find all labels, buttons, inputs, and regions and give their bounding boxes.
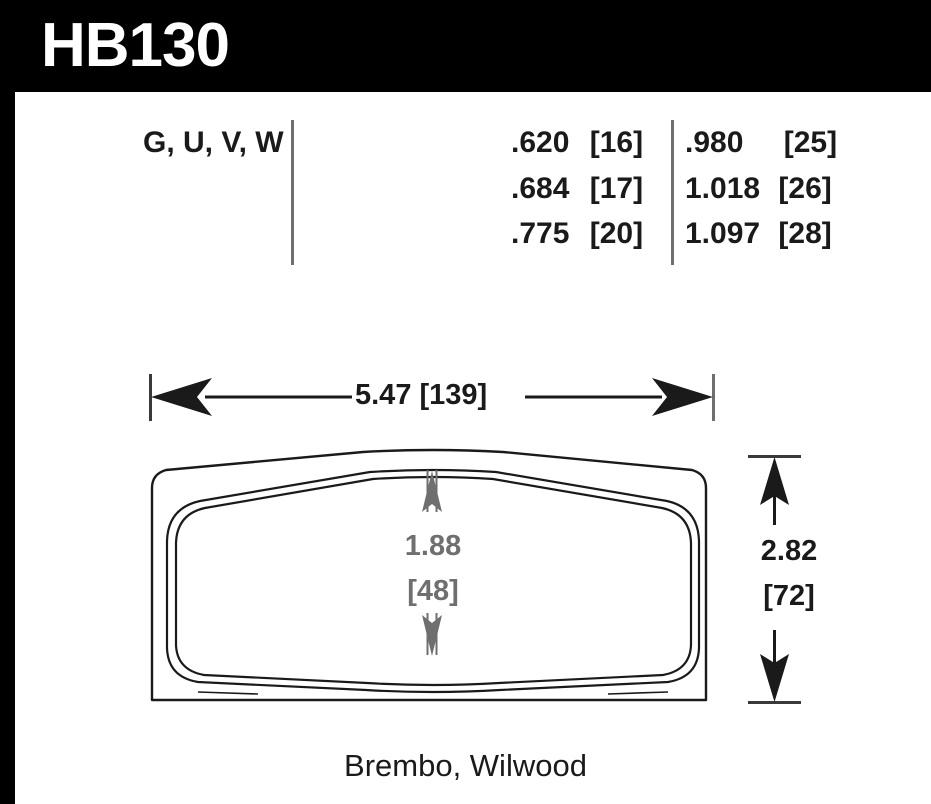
friction-material-inner-contour [174,475,693,687]
height-arrow-down-icon [760,654,789,702]
spec-divider-2 [671,120,674,265]
height-dimension-group [748,455,801,704]
height-dimension-mm: [72] [763,580,815,612]
friction-height-dimension-group [422,470,442,656]
height-dimension-inch: 2.82 [760,535,818,567]
thickness-a-row-3: .775 [20] [511,219,643,249]
header-bar [0,0,931,92]
height-dimension-label: 2.82 [72] [741,529,837,619]
thickness-b-3-mm: [28] [778,217,832,250]
thickness-a-2-inch: .684 [511,172,570,205]
width-arrow-right-icon [652,378,713,416]
lower-left-chamfer-line [197,691,259,695]
left-black-rail [0,92,15,804]
applications-caption: Brembo, Wilwood [344,748,587,783]
friction-height-dimension-label: 1.88 [48] [383,524,483,614]
friction-height-inch: 1.88 [404,530,462,562]
thickness-a-row-1: .620 [16] [511,128,643,158]
thickness-a-row-2: .684 [17] [511,174,643,204]
thickness-a-3-mm: [20] [589,217,644,250]
thickness-b-2-mm: [26] [778,172,832,205]
friction-arrow-down-icon [422,615,442,656]
thickness-b-row-1: .980 [25] [685,128,837,158]
thickness-b-2-inch: 1.018 [685,172,761,205]
width-arrow-left-icon [151,378,212,416]
thickness-b-1-mm: [25] [783,126,838,159]
thickness-a-2-mm: [17] [589,172,644,205]
thickness-b-3-inch: 1.097 [685,217,761,250]
width-dimension-label: 5.47 [139] [355,379,488,411]
spec-divider-1 [291,120,294,265]
friction-material-outer-contour [165,468,701,694]
thickness-a-1-inch: .620 [511,126,570,159]
friction-height-mm: [48] [407,575,459,607]
thickness-a-1-mm: [16] [589,126,644,159]
thickness-a-3-inch: .775 [511,217,570,250]
page-title: HB130 [41,11,230,80]
width-dimension-group [149,374,715,421]
thickness-b-1-inch: .980 [685,126,744,159]
friction-arrow-up-icon [422,471,442,512]
compound-codes-label: G, U, V, W [143,126,284,159]
backing-plate-outline [150,448,708,702]
thickness-b-row-3: 1.097 [28] [685,219,832,249]
lower-right-chamfer-line [607,691,669,695]
height-arrow-up-icon [760,457,789,505]
thickness-b-row-2: 1.018 [26] [685,174,832,204]
